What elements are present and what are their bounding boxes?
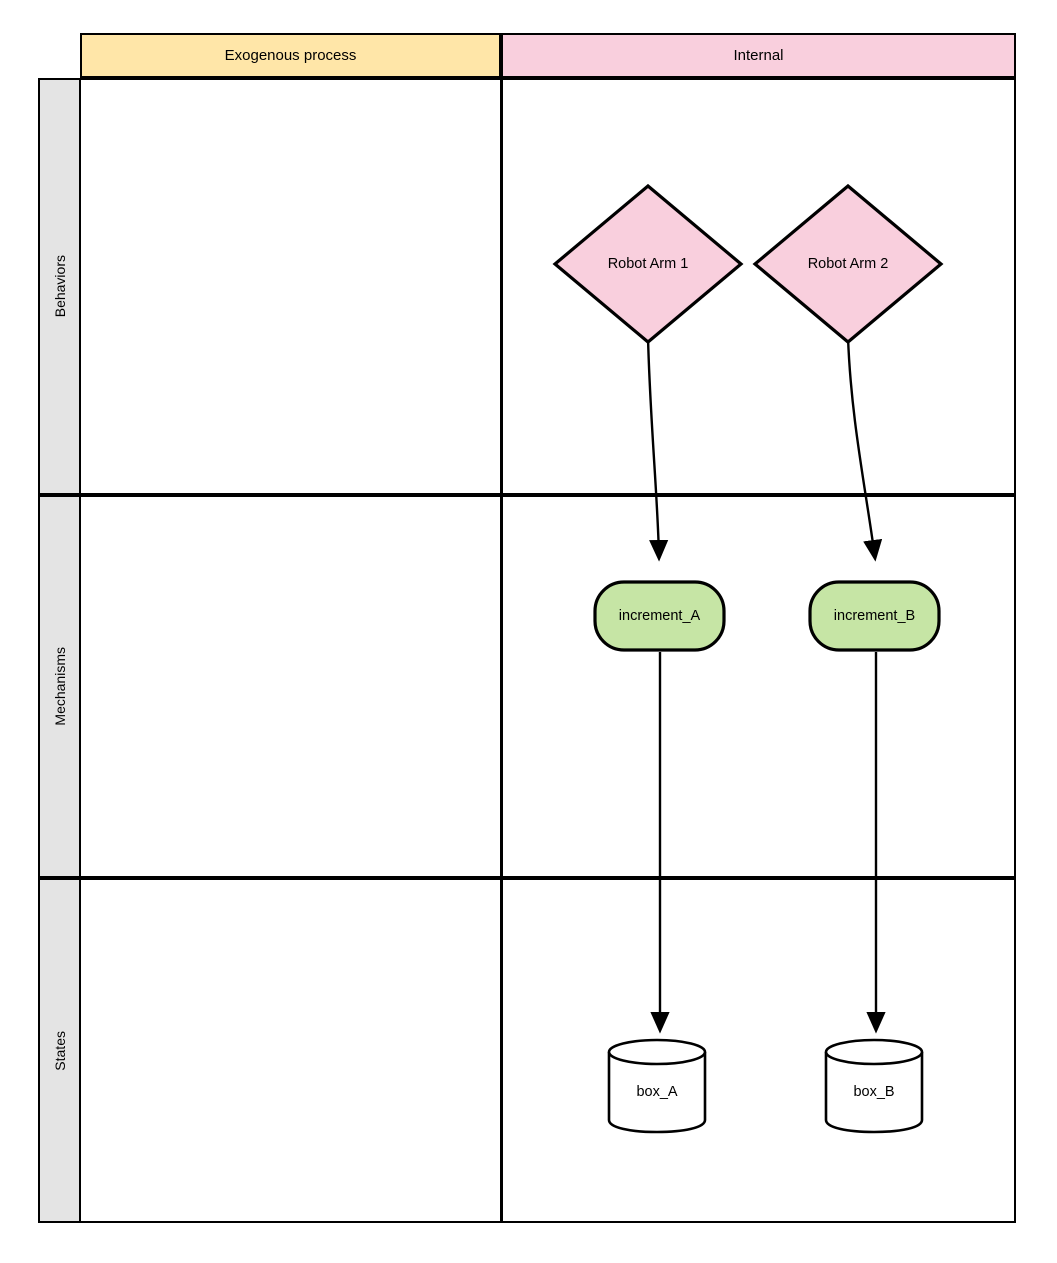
row-label-states-text: States [51, 1030, 68, 1071]
rounded-rectangle-shape-icon [808, 580, 941, 652]
row-label-mechanisms: Mechanisms [38, 495, 81, 878]
row-label-behaviors: Behaviors [38, 78, 81, 495]
node-robot-arm-2[interactable]: Robot Arm 2 [752, 183, 944, 345]
cylinder-database-shape-icon [607, 1038, 707, 1134]
node-robot-arm-1[interactable]: Robot Arm 1 [552, 183, 744, 345]
column-header-internal-label: Internal [733, 47, 784, 64]
row-label-states: States [38, 878, 81, 1223]
node-box-b[interactable]: box_B [824, 1038, 924, 1134]
column-header-internal: Internal [501, 33, 1016, 78]
cell-behaviors-exogenous [79, 78, 502, 495]
row-label-mechanisms-text: Mechanisms [51, 647, 68, 726]
cell-mechanisms-internal [501, 495, 1016, 878]
rounded-rectangle-shape-icon [593, 580, 726, 652]
row-label-behaviors-text: Behaviors [51, 255, 68, 318]
cylinder-database-shape-icon [824, 1038, 924, 1134]
node-box-a[interactable]: box_A [607, 1038, 707, 1134]
node-increment-b[interactable]: increment_B [808, 580, 941, 652]
node-increment-a[interactable]: increment_A [593, 580, 726, 652]
column-header-exogenous-process: Exogenous process [80, 33, 501, 78]
diamond-shape-icon [752, 183, 944, 345]
cell-states-internal [501, 878, 1016, 1223]
cell-mechanisms-exogenous [79, 495, 502, 878]
diamond-shape-icon [552, 183, 744, 345]
column-header-exogenous-label: Exogenous process [224, 47, 357, 64]
cell-states-exogenous [79, 878, 502, 1223]
